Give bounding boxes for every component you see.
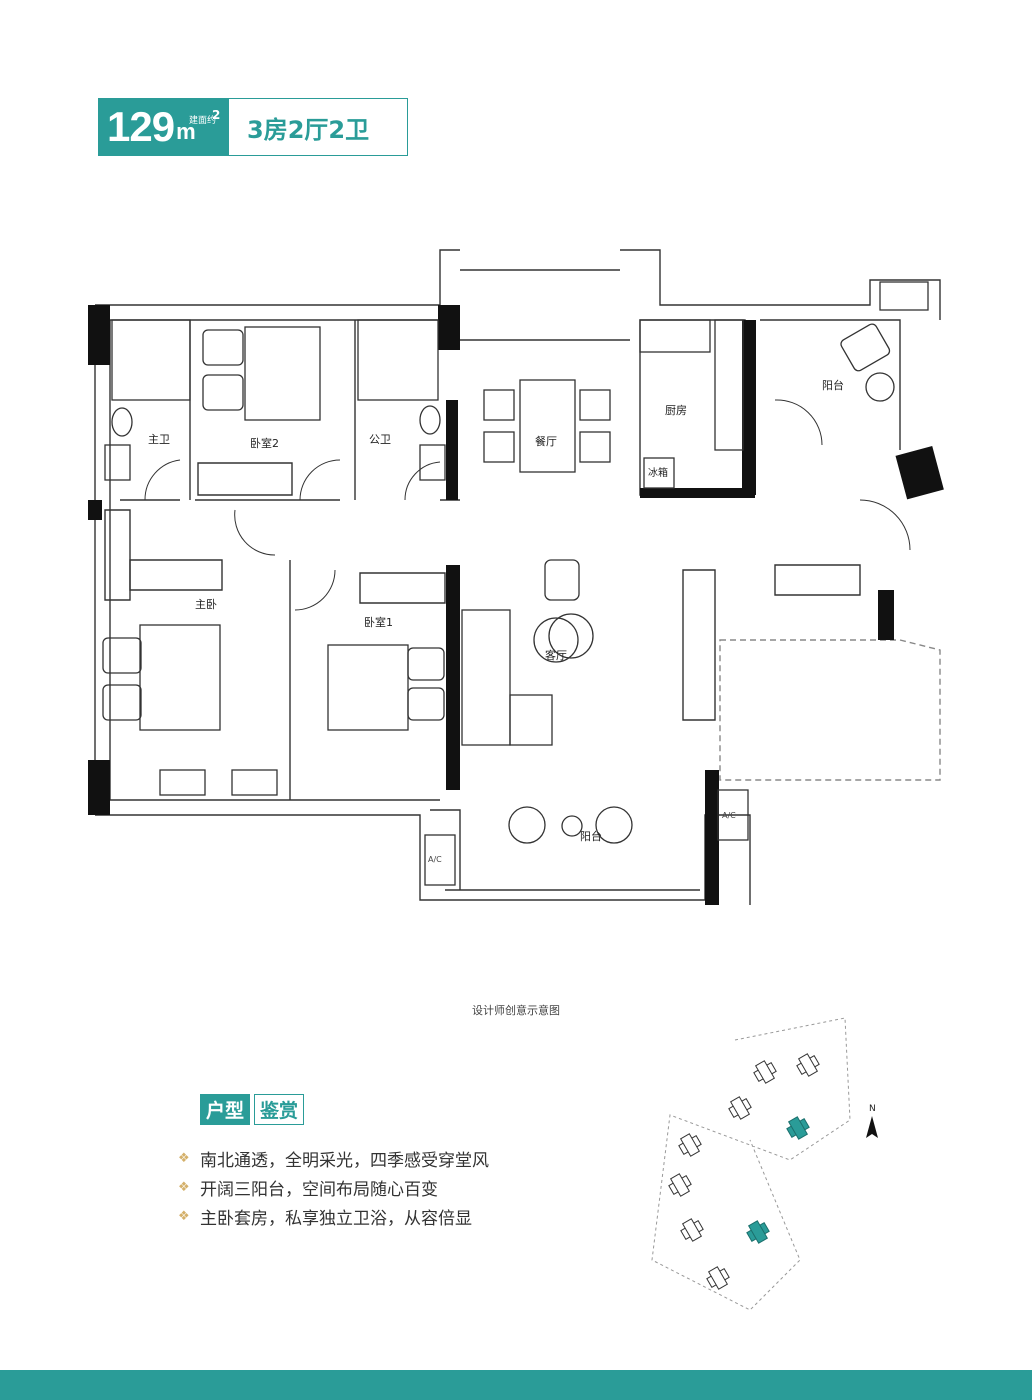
room-kitchen: 厨房 xyxy=(665,404,687,417)
room-master-bath: 主卫 xyxy=(148,433,170,446)
features-tag: 户型 鉴赏 xyxy=(200,1094,308,1125)
north-label: N xyxy=(869,1104,876,1114)
list-item: ❖南北通透，全明采光，四季感受穿堂风 xyxy=(178,1151,489,1171)
area-note: 建面约 xyxy=(189,116,217,126)
features-tag-2: 鉴赏 xyxy=(254,1094,305,1125)
room-balcony-bottom: 阳台 xyxy=(580,829,602,843)
list-item: ❖开阔三阳台，空间布局随心百变 xyxy=(178,1180,438,1200)
room-master-bedroom: 主卧 xyxy=(195,598,217,611)
area-badge: 129 m 建面约 2 xyxy=(99,99,229,155)
room-living: 客厅 xyxy=(545,648,567,662)
room-fridge: 冰箱 xyxy=(648,466,668,479)
area-number: 129 xyxy=(107,103,175,150)
layout-text: 3房2厅2卫 xyxy=(247,115,370,144)
bullet-icon: ❖ xyxy=(178,1180,190,1195)
room-bedroom2: 卧室2 xyxy=(250,436,279,450)
footer-bar xyxy=(0,1370,1032,1400)
area-superscript: 2 xyxy=(212,108,221,122)
floor-plan: 主卫 卧室2 公卫 餐厅 厨房 冰箱 阳台 主卧 卧室1 客厅 阳台 A/C A… xyxy=(88,249,944,905)
room-bedroom1: 卧室1 xyxy=(364,615,393,629)
room-public-bath: 公卫 xyxy=(369,433,391,446)
room-dining: 餐厅 xyxy=(535,434,557,448)
bullet-icon: ❖ xyxy=(178,1151,190,1166)
area-header: 129 m 建面约 2 3房2厅2卫 xyxy=(98,98,408,156)
north-arrow-icon xyxy=(866,1116,878,1138)
features-tag-1: 户型 xyxy=(200,1094,251,1125)
ac-label: A/C xyxy=(722,811,736,820)
area-unit: m xyxy=(176,119,196,144)
list-item: ❖主卧套房，私享独立卫浴，从容倍显 xyxy=(178,1209,472,1229)
caption: 设计师创意示意图 xyxy=(472,1004,560,1017)
features-list: ❖南北通透，全明采光，四季感受穿堂风 ❖开阔三阳台，空间布局随心百变 ❖主卧套房… xyxy=(178,1144,489,1231)
bullet-icon: ❖ xyxy=(178,1209,190,1224)
ac-label: A/C xyxy=(428,855,442,864)
site-map: N xyxy=(651,1017,878,1311)
room-balcony-top: 阳台 xyxy=(822,378,844,392)
